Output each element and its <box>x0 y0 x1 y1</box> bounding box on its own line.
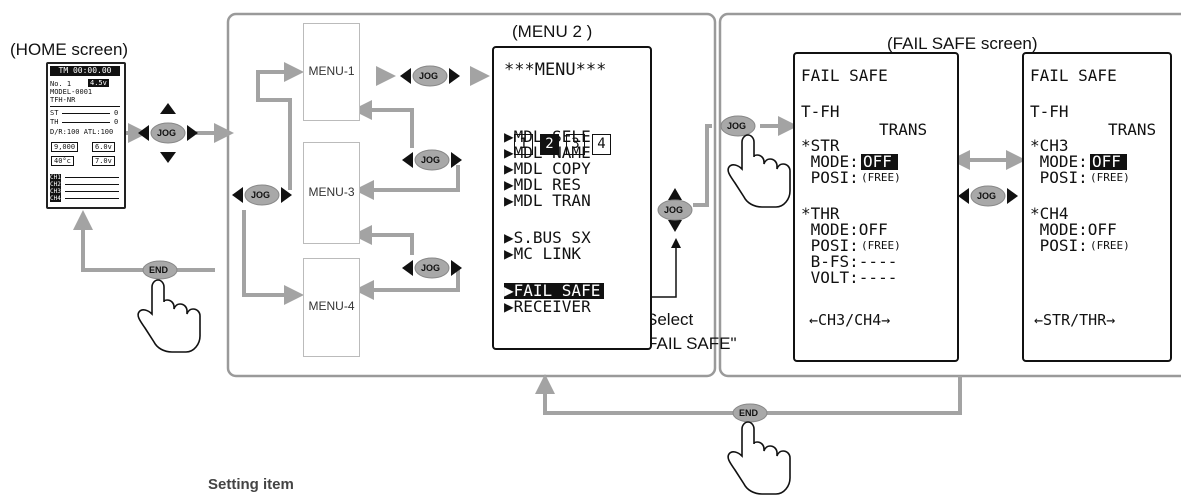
menu-1-box[interactable]: MENU-1 <box>303 23 360 121</box>
home-counter: 9,000 <box>51 142 79 152</box>
setting-item-heading: Setting item <box>208 476 294 493</box>
failsafe-b-mode-a-value[interactable]: OFF <box>1090 154 1127 170</box>
home-battery: 4.5v <box>88 79 109 87</box>
menu2-lcd[interactable]: ***MENU*** 1 2 3 4 ▶MDL SELE ▶MDL NAME ▶… <box>492 46 652 350</box>
failsafe-a-posi-a-label: POSI: <box>801 168 859 187</box>
failsafe-a-footer[interactable]: ←CH3/CH4→ <box>809 311 891 329</box>
failsafe-b-posi-a-label: POSI: <box>1030 168 1088 187</box>
menu2-item-mdl-res[interactable]: ▶MDL RES <box>504 175 582 194</box>
failsafe-frame <box>718 12 1181 378</box>
failsafe-b-mode-a-label: MODE: <box>1030 152 1088 171</box>
home-ch1: CH1 <box>50 174 61 181</box>
home-ch4: CH4 <box>50 195 61 202</box>
home-screen-title: (HOME screen) <box>10 40 129 59</box>
menu2-page-tabs: 1 2 3 4 <box>514 134 611 155</box>
failsafe-a-title: FAIL SAFE <box>801 66 888 85</box>
end-label[interactable]: END <box>149 265 169 275</box>
failsafe-b-ch-a: *CH3 <box>1030 136 1069 155</box>
jog-label[interactable]: JOG <box>157 128 177 138</box>
menu2-item-mdl-tran[interactable]: ▶MDL TRAN <box>504 191 591 210</box>
jog-label[interactable]: JOG <box>421 155 441 165</box>
menu-3-label: MENU-3 <box>308 185 355 199</box>
home-th-label: TH <box>50 118 59 126</box>
failsafe-a-line2: TRANS <box>879 120 928 139</box>
menu2-item-mdl-name[interactable]: ▶MDL NAME <box>504 143 591 162</box>
home-model-name: MODEL-0001 <box>50 88 93 96</box>
home-timer: TM 00:00.00 <box>50 66 120 76</box>
home-volt2: 7.0v <box>92 156 115 166</box>
menu2-header: ***MENU*** <box>504 60 607 80</box>
failsafe-lcd-str-thr[interactable]: FAIL SAFE T-FH TRANS *STR MODE: OFF POSI… <box>793 52 959 362</box>
menu2-frame <box>226 12 717 378</box>
failsafe-a-mode-b[interactable]: MODE:OFF <box>801 220 888 239</box>
failsafe-a-bfs[interactable]: B-FS:---- <box>801 252 898 271</box>
home-dr-atl: D/R:100 ATL:100 <box>50 128 114 136</box>
home-volt1: 6.0v <box>92 142 115 152</box>
failsafe-a-posi-b-label: POSI: <box>801 236 859 255</box>
jog-label[interactable]: JOG <box>727 121 747 131</box>
jog-label[interactable]: JOG <box>664 205 684 215</box>
failsafe-a-ch-a: *STR <box>801 136 840 155</box>
failsafe-b-posi-b-label: POSI: <box>1030 236 1088 255</box>
menu2-item-mdl-sele[interactable]: ▶MDL SELE <box>504 127 591 146</box>
jog-label[interactable]: JOG <box>977 191 997 201</box>
menu2-item-mc-link[interactable]: ▶MC LINK <box>504 244 582 263</box>
home-model-no: No. 1 <box>50 80 72 88</box>
failsafe-b-posi-a-value[interactable]: (FREE) <box>1090 171 1130 184</box>
jog-label[interactable]: JOG <box>421 263 441 273</box>
home-screen-lcd[interactable]: TM 00:00.00 No. 1 4.5v MODEL-0001 TFH-NR… <box>46 62 126 209</box>
select-label-line1: Select <box>646 310 694 329</box>
failsafe-a-ch-b: *THR <box>801 204 840 223</box>
home-temp: 40°c <box>51 156 74 166</box>
jog-label[interactable]: JOG <box>419 71 439 81</box>
failsafe-screen-title: (FAIL SAFE screen) <box>887 34 1038 53</box>
menu2-item-mdl-copy[interactable]: ▶MDL COPY <box>504 159 591 178</box>
failsafe-a-mode-a-label: MODE: <box>801 152 859 171</box>
failsafe-a-volt[interactable]: VOLT:---- <box>801 268 898 287</box>
failsafe-b-mode-b[interactable]: MODE:OFF <box>1030 220 1117 239</box>
menu2-tab-1[interactable]: 1 <box>514 134 533 155</box>
home-ch2: CH2 <box>50 181 61 188</box>
failsafe-b-line2: TRANS <box>1108 120 1157 139</box>
menu2-tab-3[interactable]: 3 <box>566 134 585 155</box>
failsafe-a-posi-a-value[interactable]: (FREE) <box>861 171 901 184</box>
failsafe-b-footer[interactable]: ←STR/THR→ <box>1034 311 1116 329</box>
menu2-tab-2[interactable]: 2 <box>540 134 559 155</box>
home-mode: TFH-NR <box>50 96 76 104</box>
failsafe-a-posi-b-value[interactable]: (FREE) <box>861 239 901 252</box>
select-label-line2: "FAIL SAFE" <box>641 334 737 353</box>
failsafe-lcd-ch3-ch4[interactable]: FAIL SAFE T-FH TRANS *CH3 MODE: OFF POSI… <box>1022 52 1172 362</box>
failsafe-b-posi-b-value[interactable]: (FREE) <box>1090 239 1130 252</box>
menu2-item-sbus-sx[interactable]: ▶S.BUS SX <box>504 228 591 247</box>
home-st-label: ST <box>50 109 59 117</box>
home-th-value: 0 <box>114 118 119 126</box>
home-st-value: 0 <box>114 109 119 117</box>
menu-1-label: MENU-1 <box>308 64 355 78</box>
failsafe-b-line1: T-FH <box>1030 102 1069 121</box>
menu-4-box[interactable]: MENU-4 <box>303 258 360 357</box>
jog-label[interactable]: JOG <box>251 190 271 200</box>
home-ch3: CH3 <box>50 188 61 195</box>
menu-4-label: MENU-4 <box>308 299 355 313</box>
menu2-tab-4[interactable]: 4 <box>592 134 611 155</box>
failsafe-a-line1: T-FH <box>801 102 840 121</box>
menu-3-box[interactable]: MENU-3 <box>303 142 360 244</box>
failsafe-a-mode-a-value[interactable]: OFF <box>861 154 898 170</box>
end-label[interactable]: END <box>739 408 759 418</box>
menu2-title: (MENU 2 ) <box>512 22 593 41</box>
menu2-item-fail-safe[interactable]: ▶FAIL SAFE <box>504 283 605 299</box>
failsafe-b-ch-b: *CH4 <box>1030 204 1069 223</box>
failsafe-b-title: FAIL SAFE <box>1030 66 1117 85</box>
menu2-item-receiver[interactable]: ▶RECEIVER <box>504 297 591 316</box>
